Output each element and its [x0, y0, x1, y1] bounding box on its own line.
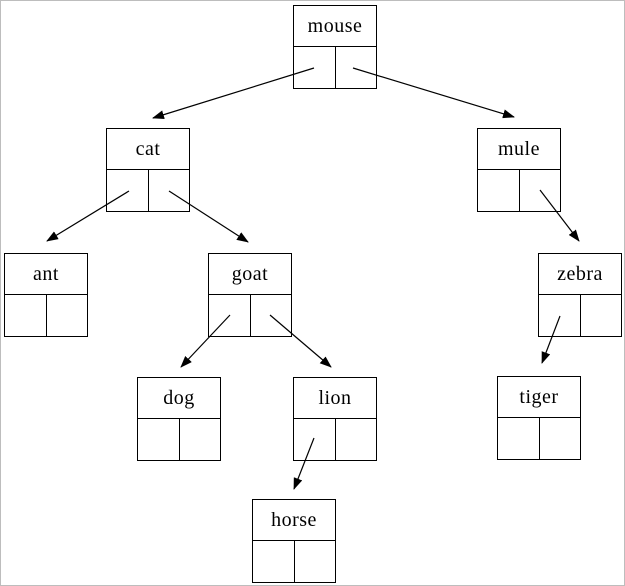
right-pointer-cell [295, 541, 336, 582]
tree-node-mule: mule [477, 128, 561, 212]
left-pointer-cell [138, 419, 180, 460]
left-pointer-cell [5, 295, 47, 336]
pointer-cells [253, 541, 335, 582]
pointer-cells [294, 419, 376, 460]
right-pointer-cell [581, 295, 622, 336]
right-pointer-cell [520, 170, 561, 211]
tree-node-ant: ant [4, 253, 88, 337]
left-pointer-cell [294, 47, 336, 88]
left-pointer-cell [253, 541, 295, 582]
left-pointer-cell [209, 295, 251, 336]
node-label: dog [138, 378, 220, 419]
node-label: cat [107, 129, 189, 170]
left-pointer-cell [478, 170, 520, 211]
pointer-cells [107, 170, 189, 211]
right-pointer-cell [149, 170, 190, 211]
node-label: zebra [539, 254, 621, 295]
tree-node-goat: goat [208, 253, 292, 337]
node-label: horse [253, 500, 335, 541]
node-label: ant [5, 254, 87, 295]
pointer-cells [294, 47, 376, 88]
pointer-cells [539, 295, 621, 336]
right-pointer-cell [251, 295, 292, 336]
edge-mouse-left-cat [152, 67, 315, 120]
node-label: goat [209, 254, 291, 295]
node-label: tiger [498, 377, 580, 418]
tree-node-tiger: tiger [497, 376, 581, 460]
node-label: mule [478, 129, 560, 170]
pointer-cells [209, 295, 291, 336]
left-pointer-cell [498, 418, 540, 459]
left-pointer-cell [294, 419, 336, 460]
tree-node-lion: lion [293, 377, 377, 461]
right-pointer-cell [540, 418, 581, 459]
pointer-cells [5, 295, 87, 336]
node-label: lion [294, 378, 376, 419]
tree-node-horse: horse [252, 499, 336, 583]
tree-node-dog: dog [137, 377, 221, 461]
right-pointer-cell [336, 47, 377, 88]
node-label: mouse [294, 6, 376, 47]
pointer-cells [498, 418, 580, 459]
pointer-cells [478, 170, 560, 211]
right-pointer-cell [180, 419, 221, 460]
pointer-cells [138, 419, 220, 460]
tree-node-zebra: zebra [538, 253, 622, 337]
right-pointer-cell [336, 419, 377, 460]
tree-node-cat: cat [106, 128, 190, 212]
right-pointer-cell [47, 295, 88, 336]
edge-mouse-right-mule [352, 67, 515, 119]
left-pointer-cell [107, 170, 149, 211]
left-pointer-cell [539, 295, 581, 336]
tree-node-mouse: mouse [293, 5, 377, 89]
